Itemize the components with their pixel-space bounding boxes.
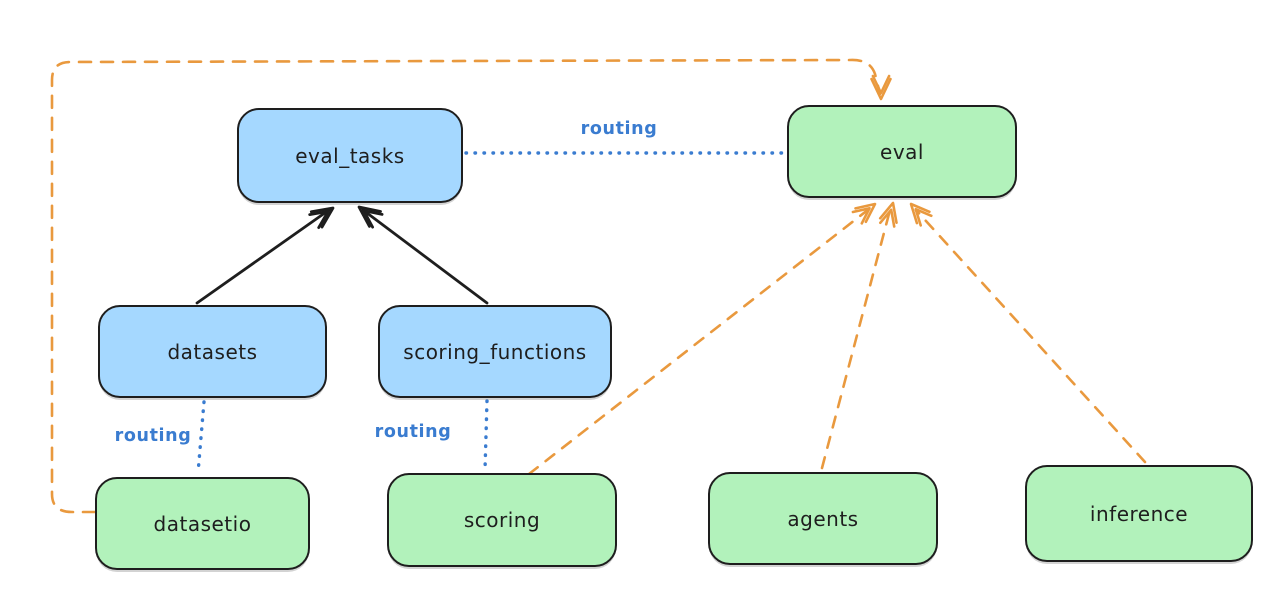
node-scoring_functions-label: scoring_functions xyxy=(403,339,587,364)
edge-datasets-to-eval_tasks-arrow xyxy=(195,206,335,305)
node-datasets-label: datasets xyxy=(167,339,258,364)
edge-label-routing-eval_tasks-eval: routing xyxy=(580,119,658,139)
edge-inference-to-eval-arrow xyxy=(909,202,1147,464)
edge-label-routing-scoring_functions-scoring: routing xyxy=(374,422,452,442)
edge-datasetio-to-eval-arrow xyxy=(50,58,892,514)
node-eval_tasks-label: eval_tasks xyxy=(295,143,405,168)
node-eval_tasks: eval_tasks xyxy=(237,108,463,203)
node-datasetio: datasetio xyxy=(95,477,310,570)
node-agents-label: agents xyxy=(787,506,859,531)
node-scoring: scoring xyxy=(387,473,617,567)
node-scoring_functions: scoring_functions xyxy=(378,305,612,398)
edge-label-routing-datasets-datasetio: routing xyxy=(114,426,192,446)
node-inference-label: inference xyxy=(1089,501,1189,526)
node-datasetio-label: datasetio xyxy=(153,511,252,536)
node-agents: agents xyxy=(708,472,938,565)
edge-agents-to-eval-arrow xyxy=(820,201,898,470)
edge-scoring_functions-to-scoring-routing xyxy=(483,399,489,472)
node-inference: inference xyxy=(1025,465,1253,562)
edge-scoring-to-eval-arrow xyxy=(527,202,877,476)
node-datasets: datasets xyxy=(98,305,327,398)
node-eval-label: eval xyxy=(880,139,924,164)
node-eval: eval xyxy=(787,105,1017,198)
edge-scoring_functions-to-eval_tasks-arrow xyxy=(357,205,489,305)
edge-datasets-to-datasetio-routing xyxy=(196,400,206,475)
node-scoring-label: scoring xyxy=(463,508,541,532)
